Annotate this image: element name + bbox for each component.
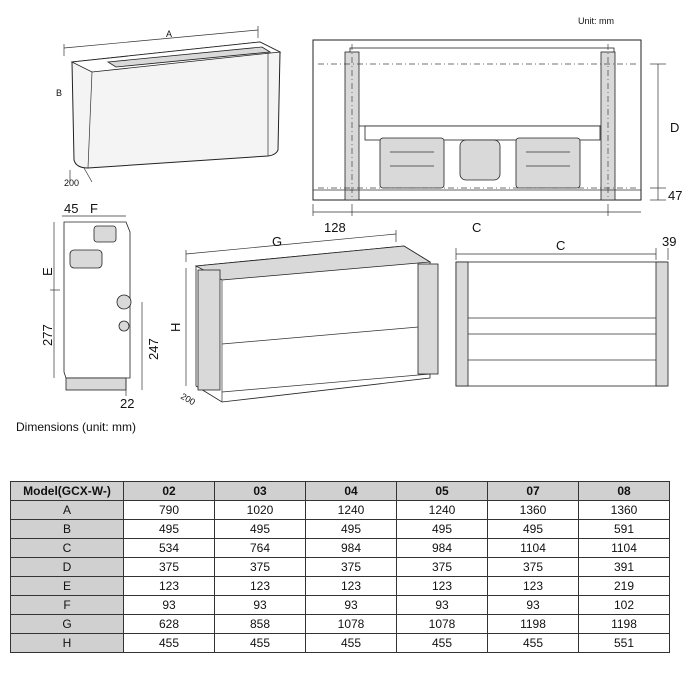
isometric-view [63, 26, 282, 183]
column-header: 02 [123, 481, 215, 501]
table-cell: 495 [123, 519, 215, 539]
table-cell: 123 [305, 576, 397, 596]
table-cell: 984 [305, 538, 397, 558]
dim-128: 128 [324, 220, 346, 235]
column-header: 04 [305, 481, 397, 501]
table-cell: 1104 [487, 538, 579, 558]
rear-view [455, 248, 669, 387]
table-cell: 375 [305, 557, 397, 577]
unit-note: Unit: mm [578, 16, 614, 26]
column-header: Model(GCX-W-) [10, 481, 124, 501]
row-label: F [10, 595, 124, 615]
table-cell: 375 [123, 557, 215, 577]
dim-a: A [166, 29, 172, 39]
column-header: 05 [396, 481, 488, 501]
table-cell: 1104 [578, 538, 670, 558]
column-header: 03 [214, 481, 306, 501]
dim-f: F [90, 201, 98, 216]
table-cell: 764 [214, 538, 306, 558]
table-cell: 455 [396, 633, 488, 653]
table-cell: 1240 [305, 500, 397, 520]
side-view [50, 215, 143, 396]
dim-h: H [168, 323, 183, 332]
row-label: E [10, 576, 124, 596]
table-cell: 375 [396, 557, 488, 577]
table-cell: 455 [214, 633, 306, 653]
table-cell: 591 [578, 519, 670, 539]
dim-c-front: C [472, 220, 481, 235]
dim-247: 247 [146, 338, 161, 360]
table-cell: 1240 [396, 500, 488, 520]
table-cell: 534 [123, 538, 215, 558]
table-cell: 1360 [487, 500, 579, 520]
dim-47: 47 [668, 188, 682, 203]
table-cell: 93 [123, 595, 215, 615]
row-label: H [10, 633, 124, 653]
table-cell: 1020 [214, 500, 306, 520]
row-label: A [10, 500, 124, 520]
table-row: E 123 123 123 123 123 219 [10, 576, 670, 596]
table-cell: 1198 [487, 614, 579, 634]
dim-g: G [272, 234, 282, 249]
table-row: H 455 455 455 455 455 551 [10, 633, 670, 653]
table-cell: 93 [396, 595, 488, 615]
table-cell: 790 [123, 500, 215, 520]
table-cell: 455 [123, 633, 215, 653]
table-row: D 375 375 375 375 375 391 [10, 557, 670, 577]
table-cell: 551 [578, 633, 670, 653]
table-cell: 495 [396, 519, 488, 539]
table-cell: 495 [305, 519, 397, 539]
table-cell: 1078 [396, 614, 488, 634]
table-cell: 219 [578, 576, 670, 596]
table-cell: 123 [396, 576, 488, 596]
table-cell: 93 [214, 595, 306, 615]
table-row: B 495 495 495 495 495 591 [10, 519, 670, 539]
table-cell: 391 [578, 557, 670, 577]
frame-view [185, 230, 439, 403]
row-label: G [10, 614, 124, 634]
dim-c-rear: C [556, 238, 565, 253]
dimension-drawings: A B 200 D 47 128 C [40, 26, 682, 411]
dimensions-caption: Dimensions (unit: mm) [16, 420, 137, 434]
table-cell: 93 [487, 595, 579, 615]
table-cell: 123 [214, 576, 306, 596]
table-cell: 455 [305, 633, 397, 653]
table-cell: 1198 [578, 614, 670, 634]
table-cell: 93 [305, 595, 397, 615]
table-cell: 123 [123, 576, 215, 596]
table-cell: 123 [487, 576, 579, 596]
table-row: G 628 858 1078 1078 1198 1198 [10, 614, 670, 634]
column-header: 07 [487, 481, 579, 501]
table-cell: 1360 [578, 500, 670, 520]
dim-45: 45 [64, 201, 78, 216]
dim-39: 39 [662, 234, 676, 249]
table-header-row: Model(GCX-W-) 02 03 04 05 07 08 [10, 481, 670, 501]
table-row: C 534 764 984 984 1104 1104 [10, 538, 670, 558]
column-header: 08 [578, 481, 670, 501]
row-label: C [10, 538, 124, 558]
table-row: A 790 1020 1240 1240 1360 1360 [10, 500, 670, 520]
dim-277: 277 [40, 324, 55, 346]
table-row: F 93 93 93 93 93 102 [10, 595, 670, 615]
table-cell: 375 [214, 557, 306, 577]
dim-e: E [40, 267, 55, 276]
dim-d: D [670, 120, 679, 135]
dim-iso-depth: 200 [64, 178, 79, 188]
dimensions-table: Model(GCX-W-) 02 03 04 05 07 08 A 790 10… [10, 481, 670, 653]
table-cell: 375 [487, 557, 579, 577]
table-cell: 984 [396, 538, 488, 558]
dim-b: B [56, 88, 62, 98]
dim-22: 22 [120, 396, 134, 411]
table-cell: 102 [578, 595, 670, 615]
row-label: B [10, 519, 124, 539]
row-label: D [10, 557, 124, 577]
table-cell: 495 [214, 519, 306, 539]
table-cell: 495 [487, 519, 579, 539]
table-cell: 455 [487, 633, 579, 653]
dim-frame-depth: 200 [179, 391, 197, 407]
table-cell: 628 [123, 614, 215, 634]
table-cell: 858 [214, 614, 306, 634]
table-cell: 1078 [305, 614, 397, 634]
front-view [312, 39, 666, 216]
